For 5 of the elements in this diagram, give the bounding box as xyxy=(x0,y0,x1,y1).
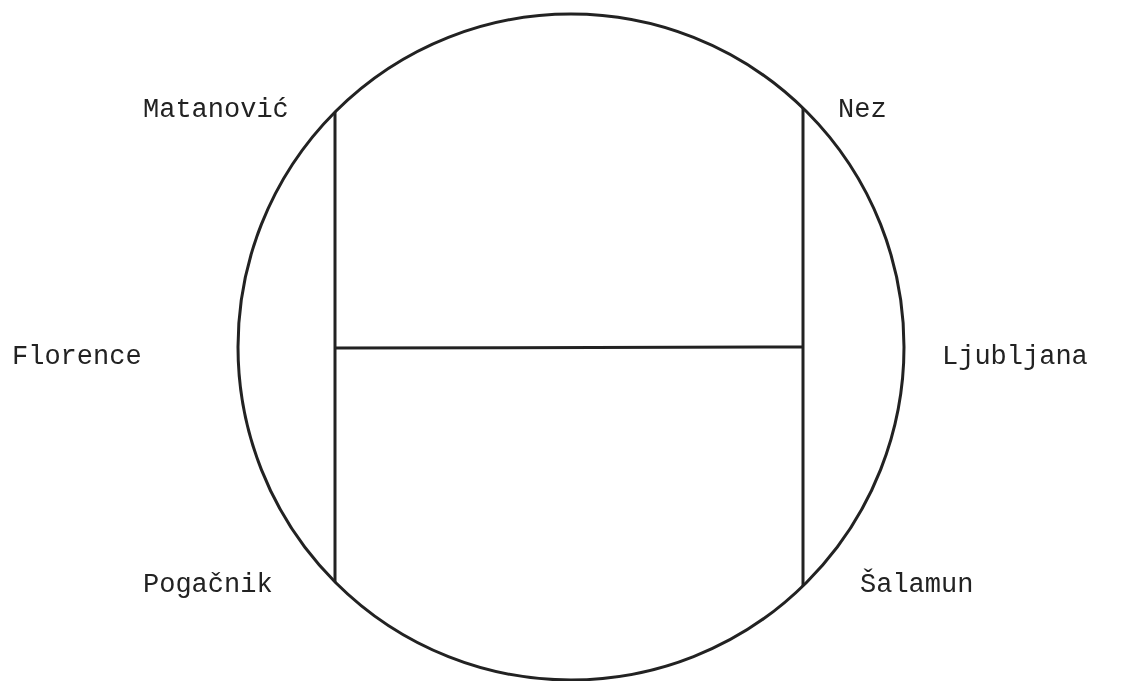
place-label: Florence xyxy=(12,344,142,371)
place-label: Pogačnik xyxy=(143,572,273,599)
place-label: Nez xyxy=(838,97,887,124)
place-label: Matanović xyxy=(143,97,289,124)
place-label: Ljubljana xyxy=(942,344,1088,371)
